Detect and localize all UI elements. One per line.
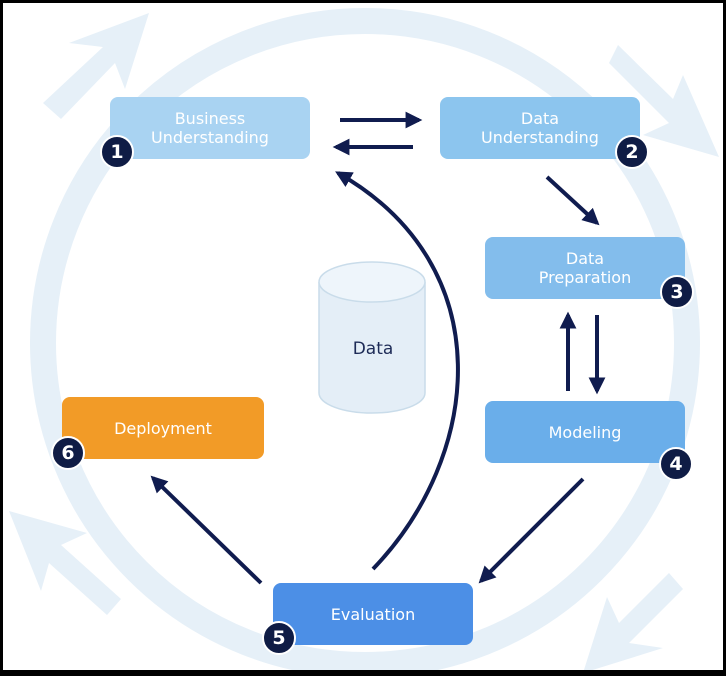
stage-evaluation: Evaluation — [273, 583, 473, 645]
stage-number-badge-1: 1 — [100, 135, 134, 169]
arrow-evaluation-to-deployment — [150, 475, 263, 585]
stage-data-understanding: Data Understanding — [440, 97, 640, 159]
ring-arrow-top-right-icon — [609, 45, 719, 157]
stage-modeling: Modeling — [485, 401, 685, 463]
stage-business-understanding: Business Understanding — [110, 97, 310, 159]
ring-arrow-top-left-icon — [43, 13, 149, 119]
ring-arrow-bottom-left-icon — [9, 511, 121, 615]
stage-number-badge-6: 6 — [51, 436, 85, 470]
stage-number-badge-3: 3 — [660, 275, 694, 309]
stage-number-badge-5: 5 — [262, 621, 296, 655]
stage-data-preparation: Data Preparation — [485, 237, 685, 299]
arrow-modeling-to-evaluation — [478, 477, 585, 584]
stage-number-badge-4: 4 — [659, 447, 693, 481]
crisp-dm-diagram: Business Understanding Data Understandin… — [3, 3, 723, 670]
process-cycle-ring — [9, 8, 719, 670]
data-cylinder — [318, 261, 426, 414]
flow-arrows — [150, 111, 606, 585]
diagram-graphics — [9, 8, 719, 670]
arrow-evaluation-to-business — [335, 171, 460, 571]
data-cylinder-label: Data — [352, 339, 394, 359]
stage-deployment: Deployment — [62, 397, 264, 459]
stage-number-badge-2: 2 — [615, 135, 649, 169]
ring-arrow-bottom-right-icon — [583, 573, 683, 670]
arrow-data-understanding-to-preparation — [545, 175, 600, 226]
